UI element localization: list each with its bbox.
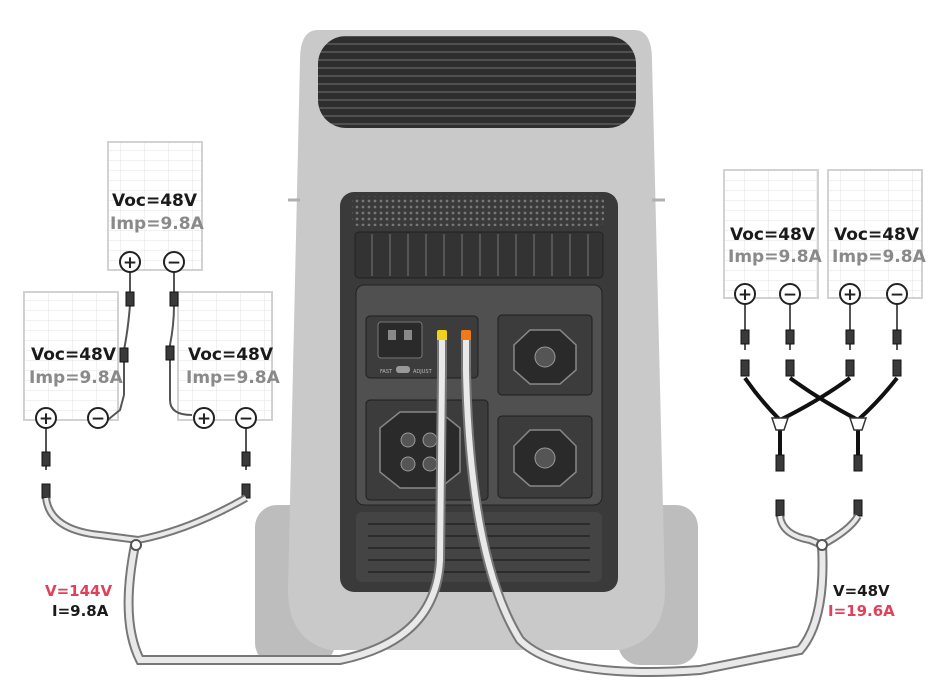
svg-text:−: − [167, 253, 181, 273]
svg-text:+: + [843, 285, 857, 305]
svg-text:+: + [738, 285, 752, 305]
panel-voc-label: Voc=48V [730, 225, 816, 245]
positive-terminal-icon [734, 283, 756, 305]
solar-panel-left-lower-left [23, 291, 119, 421]
ac-input-block: FAST ADJUST [365, 315, 479, 379]
panel-voc-label: Voc=48V [112, 191, 198, 211]
positive-terminal-icon [839, 283, 861, 305]
positive-terminal-icon [193, 407, 215, 429]
panel-imp-label: Imp=9.8A [29, 368, 123, 388]
right-mc4-connectors [740, 329, 902, 517]
negative-terminal-icon [235, 407, 257, 429]
svg-text:−: − [783, 285, 797, 305]
main-cables [123, 340, 828, 677]
positive-terminal-icon [119, 251, 141, 273]
solar-panel-right-left [723, 169, 819, 299]
panel-imp-label: Imp=9.8A [110, 214, 204, 234]
expansion-socket-bottom [497, 415, 593, 499]
negative-terminal-icon [87, 407, 109, 429]
left-output-harness [42, 494, 248, 551]
positive-terminal-icon [35, 407, 57, 429]
cooling-fins [354, 231, 604, 279]
fast-adjust-switch [396, 366, 410, 373]
svg-text:+: + [39, 409, 53, 429]
right-result-current: I=19.6A [828, 602, 895, 620]
xt60-yellow [437, 330, 447, 342]
right-parallel-wires [744, 303, 898, 350]
negative-terminal-icon [163, 251, 185, 273]
svg-text:−: − [239, 409, 253, 429]
right-result-voltage: V=48V [833, 582, 890, 600]
panel-voc-label: Voc=48V [188, 345, 274, 365]
right-y-junctions [770, 417, 868, 431]
negative-terminal-icon [779, 283, 801, 305]
panel-voc-label: Voc=48V [834, 225, 920, 245]
svg-text:−: − [890, 285, 904, 305]
right-branch-cables [743, 376, 899, 455]
panel-imp-label: Imp=9.8A [728, 247, 822, 267]
terminal-symbols: + − + − + − + − + − [35, 251, 908, 429]
solar-panel-left-lower-right [177, 291, 273, 421]
xt60-orange [461, 330, 471, 342]
svg-text:−: − [91, 409, 105, 429]
top-vent [318, 36, 636, 128]
svg-text:+: + [197, 409, 211, 429]
panel-voc-label: Voc=48V [31, 345, 117, 365]
panel-imp-label: Imp=9.8A [832, 247, 926, 267]
power-station: FAST ADJUST [255, 30, 698, 665]
negative-terminal-icon [886, 283, 908, 305]
left-result-voltage: V=144V [45, 582, 113, 600]
solar-panel-left-top [107, 141, 203, 271]
fast-label: FAST [380, 369, 393, 375]
expansion-socket-top [497, 314, 593, 396]
panel-imp-label: Imp=9.8A [186, 368, 280, 388]
solar-panel-right-right [827, 169, 923, 299]
adjust-label: ADJUST [413, 369, 433, 375]
svg-text:+: + [123, 253, 137, 273]
right-output-harness [776, 513, 862, 551]
left-result-current: I=9.8A [52, 602, 109, 620]
